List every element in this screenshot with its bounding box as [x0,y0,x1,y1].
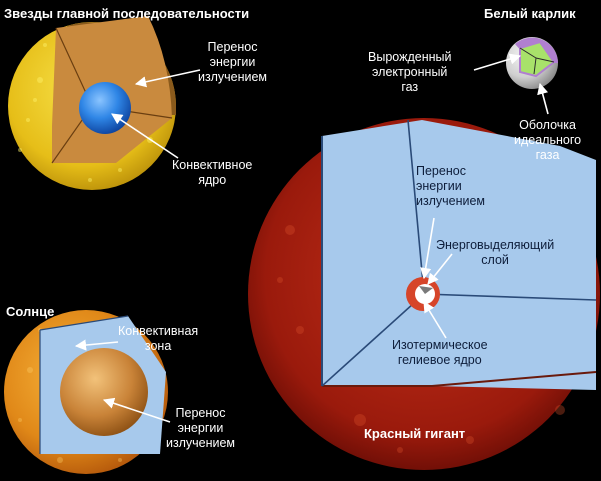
arrow-wd-degenerate [473,53,522,71]
white-dwarf [506,37,558,89]
arrow-ms-radiative [134,69,201,88]
title-main-sequence: Звезды главной последовательности [4,6,250,21]
label-wd-shell: Оболочка идеального газа [514,118,582,162]
arrow-wd-shell [537,82,549,115]
sun-star [4,310,168,474]
arrow-rg-core [423,301,447,339]
rg-radiative-zone [322,120,596,390]
arrow-rg-radiative [420,217,435,280]
sun-radiative-core [60,348,148,436]
arrow-sun-radiative [102,397,171,423]
main-sequence-star [8,16,176,190]
label-wd-degenerate: Вырожденный электронный газ [368,50,452,94]
label-rg-shell: Энерговыделяющий слой [436,238,555,267]
label-ms-core: Конвективное ядро [172,158,253,187]
arrow-ms-core [111,113,179,159]
title-red-giant: Красный гигант [364,426,466,441]
arrow-rg-shell [427,253,453,285]
label-rg-core: Изотермическое гелиевое ядро [392,338,488,367]
callout-arrows [74,53,549,423]
label-ms-radiative: Перенос энергии излучением [198,40,268,84]
label-rg-radiative: Перенос энергии излучением [416,164,486,208]
label-sun-convective: Конвективная зона [118,324,199,353]
label-sun-radiative: Перенос энергии излучением [166,406,236,450]
title-sun: Солнце [6,304,55,319]
ms-convective-core [79,82,131,134]
title-white-dwarf: Белый карлик [484,6,576,21]
red-giant [248,118,600,470]
wd-degenerate-core [519,40,556,78]
arrow-sun-convective [74,339,119,351]
